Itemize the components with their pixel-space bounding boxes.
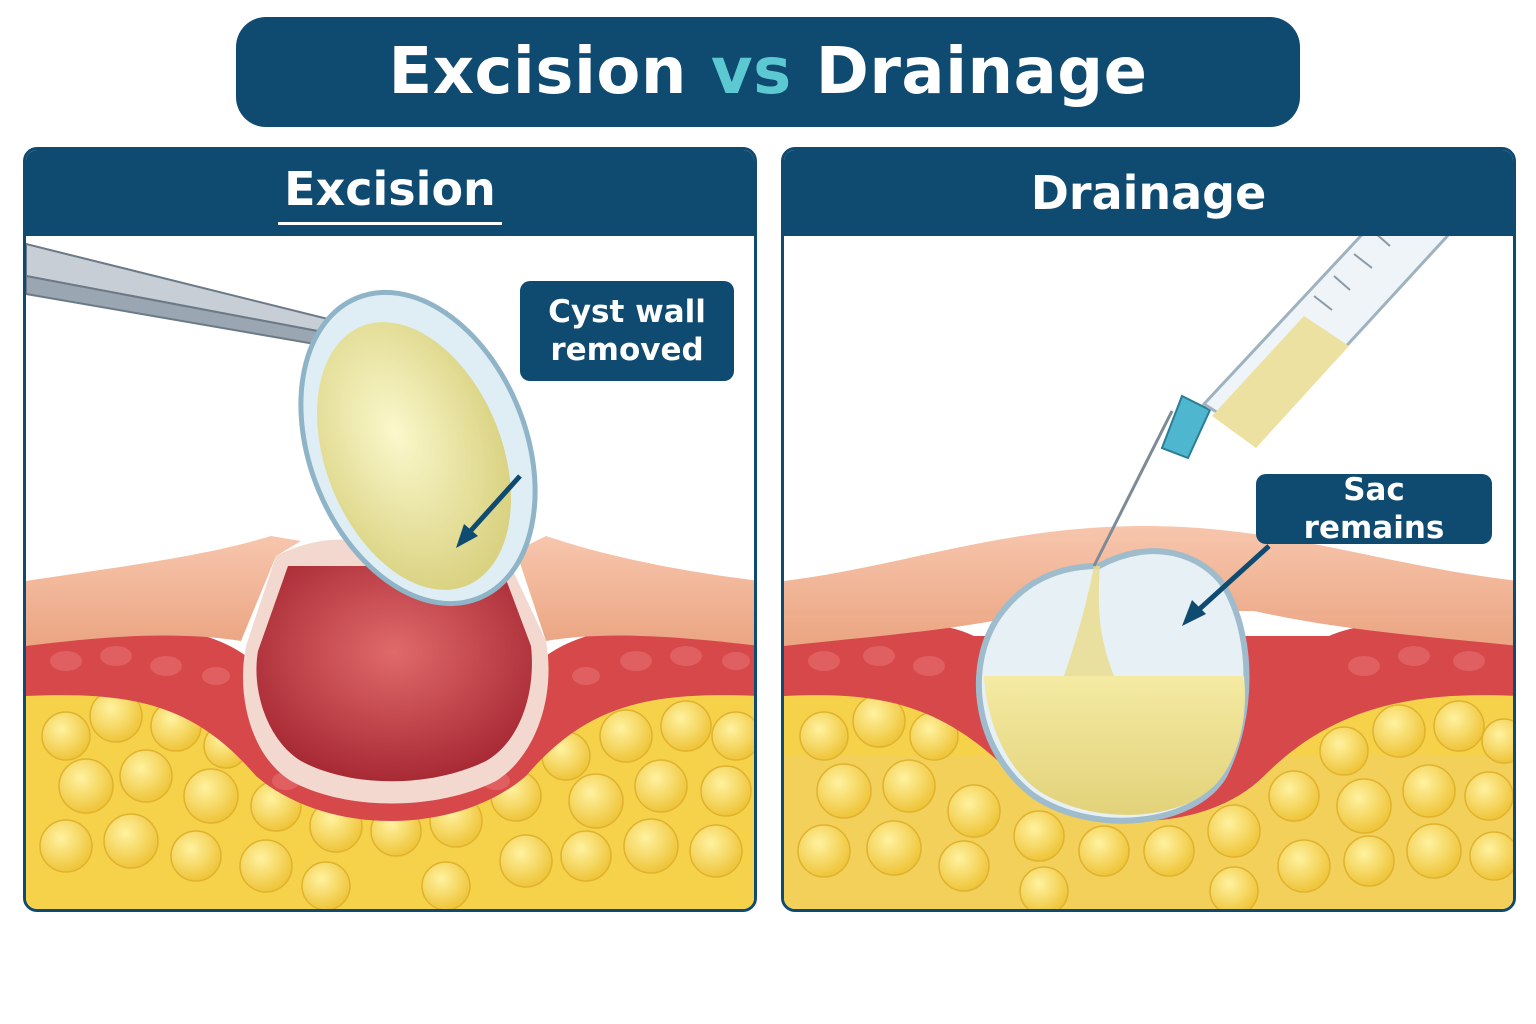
- excision-panel: Excision: [23, 147, 757, 912]
- dermis-layer: [26, 624, 754, 821]
- title-vs: vs: [710, 35, 792, 109]
- forceps: [26, 242, 346, 350]
- callout-arrow-excision: [456, 474, 522, 548]
- cyst-sac: [975, 548, 1250, 824]
- excision-heading: Excision: [278, 162, 502, 225]
- excision-illustration: [26, 242, 754, 909]
- drainage-heading: Drainage: [1030, 166, 1267, 220]
- callout-arrow-drainage: [1182, 544, 1271, 626]
- drainage-header: Drainage: [784, 150, 1513, 236]
- skin-layer: [26, 536, 754, 646]
- sac-remains-callout: Sac remains: [1256, 472, 1492, 546]
- drainage-panel: Drainage: [781, 147, 1516, 912]
- title-excision: Excision: [388, 35, 687, 109]
- drainage-illustration: [784, 236, 1513, 909]
- syringe: [1092, 236, 1450, 567]
- excision-header: Excision: [26, 150, 754, 236]
- main-title: Excision vs Drainage: [236, 17, 1300, 127]
- title-drainage: Drainage: [815, 35, 1148, 109]
- cyst-wall-callout: Cyst wall removed: [520, 281, 734, 381]
- excised-cavity: [243, 539, 549, 804]
